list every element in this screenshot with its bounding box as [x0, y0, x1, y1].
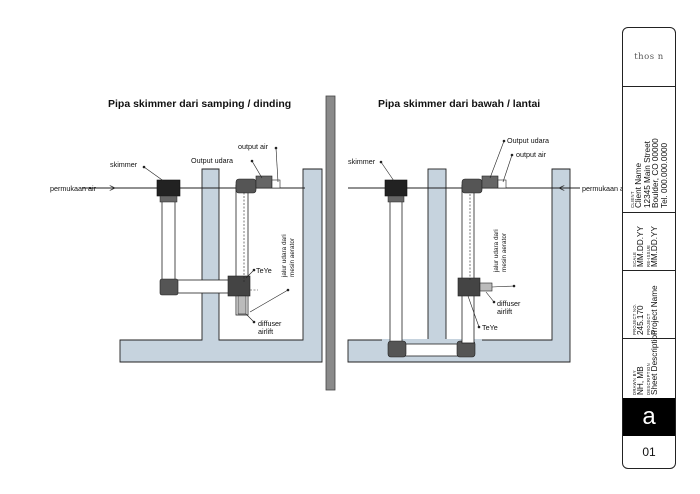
right-diagram: Pipa skimmer dari bawah / lantai skimmer… — [347, 98, 629, 363]
right-label-teye: TeYe — [482, 323, 498, 332]
left-elbow — [159, 278, 179, 296]
left-label-permukaan-air: permukaan air — [50, 184, 97, 193]
scale-value: MM.DD.YY — [636, 226, 645, 267]
left-skimmer-head — [156, 179, 181, 197]
left-diagram-title: Pipa skimmer dari samping / dinding — [108, 98, 291, 110]
left-top-elbow — [235, 178, 257, 194]
right-label-jalur-udara-2: mesin aerator — [501, 232, 508, 272]
sheet-number-box: 01 — [623, 436, 675, 468]
right-pond-floor — [347, 168, 571, 363]
right-skimmer-head — [384, 179, 408, 197]
right-floor-pipe — [399, 343, 463, 357]
right-label-permukaan-air: permukaan air — [582, 184, 629, 193]
right-skimmer-collar — [387, 195, 405, 203]
left-diffuser — [237, 295, 247, 315]
right-label-skimmer: skimmer — [348, 157, 376, 166]
sheet-number: 01 — [642, 445, 656, 459]
left-skimmer-pipe-vertical — [161, 195, 176, 289]
reissue-value: MM.DD.YY — [649, 226, 659, 267]
right-floor-elbow-left — [387, 340, 407, 358]
right-label-output-air: output air — [516, 150, 547, 159]
right-center-wall — [427, 168, 447, 341]
title-block: thos n CLIENT Client Name 12345 Main Str… — [622, 27, 676, 469]
left-diagram: Pipa skimmer dari samping / dinding skim… — [50, 98, 323, 363]
right-airlift-riser — [461, 184, 475, 344]
left-pond-wall — [119, 168, 323, 363]
client-tel: Tel. 000.000.0000 — [659, 142, 669, 208]
left-output-tee — [255, 175, 273, 189]
right-label-diffuser: diffuser — [497, 299, 521, 308]
left-label-jalur-udara-1: jalur udara dari — [281, 234, 288, 278]
left-label-skimmer: skimmer — [110, 160, 138, 169]
left-teye-fitting — [227, 275, 251, 297]
right-skimmer-pipe-vertical — [389, 195, 403, 347]
left-label-teye: TeYe — [256, 266, 272, 275]
project-value: Project Name — [649, 285, 659, 335]
title-block-drawn: DRAWN BY NH, MB DESCRIPTION Sheet Descri… — [623, 330, 675, 399]
right-label-jalur-udara-1: jalur udara dari — [493, 229, 500, 273]
right-label-output-udara: Output udara — [507, 136, 549, 145]
drawn-by-value: NH, MB — [636, 366, 645, 395]
logo-text: thos n — [634, 52, 664, 62]
title-block-client: CLIENT Client Name 12345 Main Street Bou… — [623, 86, 675, 213]
left-label-jalur-udara-2: mesin aerator — [289, 237, 296, 277]
right-teye-fitting — [457, 277, 481, 297]
left-skimmer-pipe-horizontal — [174, 279, 236, 294]
right-top-elbow — [461, 178, 483, 194]
left-output-pipe — [271, 179, 281, 189]
left-label-output-air: output air — [238, 142, 269, 151]
title-block-logo: thos n — [623, 28, 675, 87]
project-no-value: 245.170 — [636, 305, 645, 335]
description-value: Sheet Description — [649, 330, 659, 395]
title-block-scale: SCALE MM.DD.YY RE-ISSUE MM.DD.YY — [623, 212, 675, 271]
right-diagram-title: Pipa skimmer dari bawah / lantai — [378, 98, 540, 110]
left-skimmer-collar — [159, 195, 178, 203]
left-label-diffuser: diffuser — [258, 319, 282, 328]
sheet-letter: a — [642, 403, 656, 430]
left-label-output-udara: Output udara — [191, 156, 233, 165]
left-label-airlift: airlift — [258, 327, 273, 336]
center-divider — [325, 95, 336, 391]
right-output-pipe — [497, 179, 507, 189]
title-block-project: PROJECT NO. 245.170 PROJECT Project Name — [623, 270, 675, 339]
right-diffuser — [479, 282, 493, 292]
right-label-airlift: airlift — [497, 307, 512, 316]
sheet-letter-box: a — [623, 398, 675, 436]
